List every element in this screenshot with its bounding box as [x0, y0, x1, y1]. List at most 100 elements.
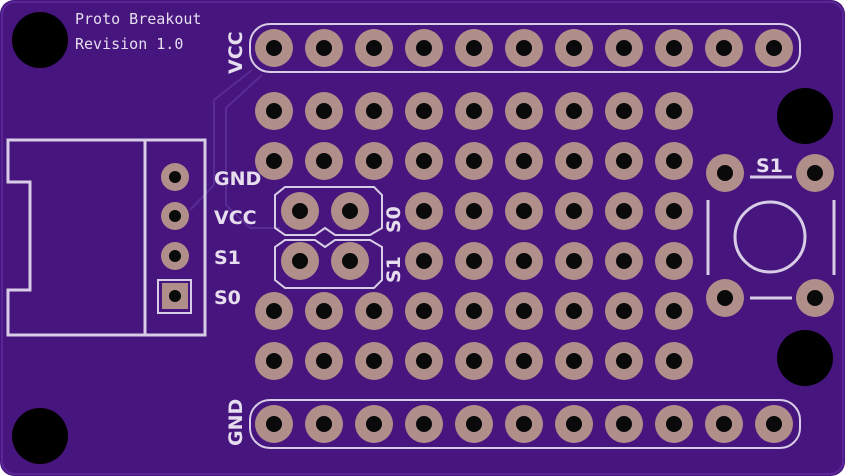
- header-label-gnd: GND: [214, 168, 261, 190]
- gnd-rail-pad-drill: [316, 416, 332, 432]
- proto-grid-pad-drill: [666, 153, 682, 169]
- switch-pad-bottom-left-drill: [717, 290, 733, 306]
- vcc-rail-pad-drill: [416, 40, 432, 56]
- gnd-rail-pad-drill: [366, 416, 382, 432]
- jumper-s1-pad-b-drill: [342, 253, 358, 269]
- mounting-hole-right-lower: [777, 330, 833, 386]
- header-label-s1: S1: [214, 247, 241, 269]
- vcc-rail-pad-drill: [266, 40, 282, 56]
- proto-grid-pad-drill: [516, 203, 532, 219]
- pad-field: [161, 29, 834, 443]
- switch-pad-bottom-right-drill: [807, 290, 823, 306]
- proto-grid-pad-drill: [516, 153, 532, 169]
- proto-grid-pad-drill: [666, 103, 682, 119]
- proto-grid-pad-drill: [666, 353, 682, 369]
- vcc-rail-pad-drill: [566, 40, 582, 56]
- jumper-s0-pad-b-drill: [342, 203, 358, 219]
- proto-grid-pad-drill: [316, 103, 332, 119]
- proto-grid-pad-drill: [466, 253, 482, 269]
- switch-pad-top-right-drill: [807, 165, 823, 181]
- proto-grid-pad-drill: [516, 303, 532, 319]
- proto-grid-pad-drill: [316, 353, 332, 369]
- proto-grid-pad-drill: [416, 253, 432, 269]
- proto-grid-pad-drill: [266, 103, 282, 119]
- proto-grid-pad-drill: [416, 353, 432, 369]
- proto-grid-pad-drill: [516, 103, 532, 119]
- proto-grid-pad-drill: [566, 103, 582, 119]
- header-pad-s0-drill: [169, 290, 181, 302]
- gnd-rail-pad-drill: [516, 416, 532, 432]
- proto-grid-pad-drill: [566, 253, 582, 269]
- switch-label: S1: [756, 155, 783, 177]
- header-pad-s1-drill: [169, 250, 181, 262]
- proto-grid-pad-drill: [466, 153, 482, 169]
- proto-grid-pad-drill: [416, 203, 432, 219]
- proto-grid-pad-drill: [366, 303, 382, 319]
- proto-grid-pad-drill: [416, 153, 432, 169]
- gnd-rail-pad-drill: [616, 416, 632, 432]
- trace-group: [189, 69, 280, 229]
- vcc-rail-outline: [249, 23, 801, 73]
- connector-pin1-marker: [157, 279, 192, 314]
- gnd-rail-pad-drill: [416, 416, 432, 432]
- jumper-outlines: [274, 186, 383, 289]
- switch-button-circle: [733, 200, 807, 274]
- proto-grid-pad-drill: [666, 203, 682, 219]
- proto-grid-pad-drill: [566, 303, 582, 319]
- vcc-rail-pad-drill: [766, 40, 782, 56]
- gnd-rail-pad-drill: [716, 416, 732, 432]
- vcc-rail-pad-drill: [366, 40, 382, 56]
- vcc-rail-pad-drill: [516, 40, 532, 56]
- proto-grid-pad-drill: [266, 353, 282, 369]
- header-pad-gnd-drill: [169, 171, 181, 183]
- proto-grid-pad-drill: [416, 103, 432, 119]
- proto-grid-pad-drill: [366, 103, 382, 119]
- jumper-label-s0: S0: [383, 206, 405, 233]
- switch-pad-top-left-drill: [717, 165, 733, 181]
- proto-grid-pad-drill: [316, 153, 332, 169]
- mounting-hole-bottom-left: [12, 408, 68, 464]
- proto-grid-pad-drill: [466, 353, 482, 369]
- jumper-s1-pad-a-drill: [292, 253, 308, 269]
- vcc-rail-label: VCC: [225, 31, 247, 74]
- vcc-rail-pad-drill: [666, 40, 682, 56]
- proto-grid-pad-drill: [666, 303, 682, 319]
- gnd-rail-outline: [249, 399, 801, 449]
- proto-grid-pad-drill: [266, 153, 282, 169]
- mounting-hole-top-left: [12, 12, 68, 68]
- board-title-line2: Revision 1.0: [75, 35, 183, 53]
- proto-grid-pad-drill: [616, 153, 632, 169]
- mounting-holes: [12, 12, 833, 464]
- vcc-rail-pad-drill: [466, 40, 482, 56]
- gnd-rail-pad-drill: [266, 416, 282, 432]
- proto-grid-pad-drill: [266, 303, 282, 319]
- vcc-rail-pad-drill: [616, 40, 632, 56]
- gnd-rail-pad-drill: [666, 416, 682, 432]
- proto-grid-pad-drill: [516, 253, 532, 269]
- connector-outline: [6, 138, 207, 337]
- jumper-label-s1: S1: [383, 256, 405, 283]
- proto-grid-pad-drill: [366, 353, 382, 369]
- proto-grid-pad-drill: [466, 103, 482, 119]
- board-title-line1: Proto Breakout: [75, 10, 201, 28]
- gnd-rail-pad-drill: [466, 416, 482, 432]
- proto-grid-pad-drill: [466, 303, 482, 319]
- mounting-hole-right-upper: [777, 88, 833, 144]
- proto-grid-pad-drill: [666, 253, 682, 269]
- header-pad-vcc-drill: [169, 210, 181, 222]
- proto-grid-pad-drill: [616, 303, 632, 319]
- proto-grid-pad-drill: [466, 203, 482, 219]
- proto-grid-pad-drill: [566, 153, 582, 169]
- header-label-s0: S0: [214, 287, 241, 309]
- vcc-rail-pad-drill: [316, 40, 332, 56]
- header-label-vcc: VCC: [214, 207, 257, 229]
- proto-grid-pad-drill: [516, 353, 532, 369]
- proto-grid-pad-drill: [566, 353, 582, 369]
- proto-grid-pad-drill: [616, 103, 632, 119]
- vcc-rail-pad-drill: [716, 40, 732, 56]
- proto-grid-pad-drill: [616, 353, 632, 369]
- proto-grid-pad-drill: [566, 203, 582, 219]
- proto-grid-pad-drill: [416, 303, 432, 319]
- switch-outline: [706, 175, 836, 300]
